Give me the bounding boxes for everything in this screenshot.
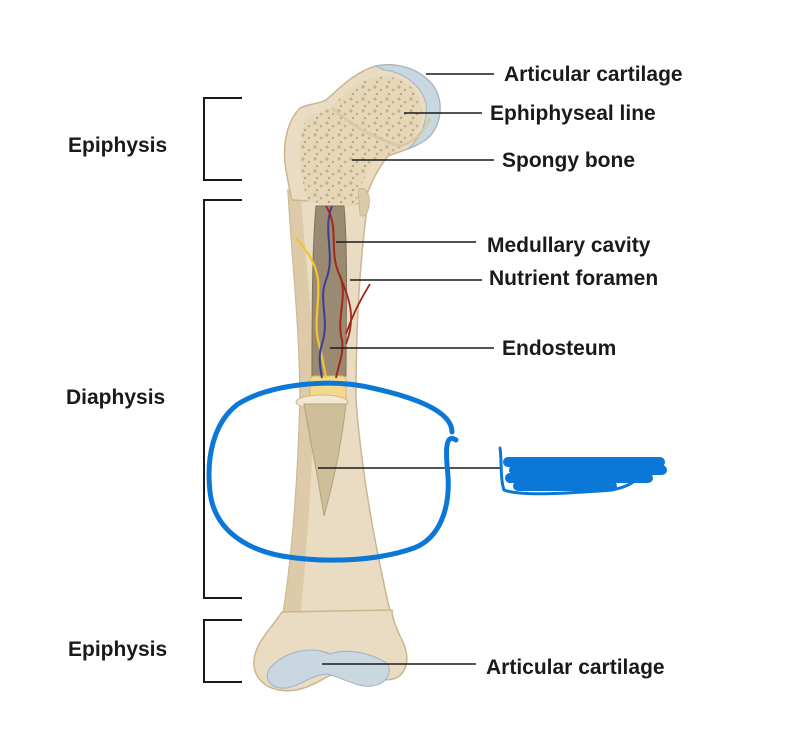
femur-bone: [253, 64, 441, 692]
bracket-epiphysis-bottom: [203, 619, 242, 683]
label-spongy-bone: Spongy bone: [502, 149, 635, 172]
label-medullary-cavity: Medullary cavity: [487, 234, 651, 257]
region-epiphysis-bottom: Epiphysis: [68, 638, 167, 661]
hand-drawn-annotation: [206, 380, 667, 563]
redaction-scribble: [503, 457, 667, 491]
artery: [325, 205, 344, 379]
nutrient-artery: [339, 275, 371, 345]
compact-bone-spike: [303, 403, 347, 517]
region-epiphysis-top: Epiphysis: [68, 134, 167, 157]
label-epiphyseal-line: Ephiphyseal line: [490, 102, 656, 125]
vein: [318, 205, 333, 379]
epiphyseal-line: [331, 106, 432, 148]
region-diaphysis: Diaphysis: [66, 386, 165, 409]
label-nutrient-foramen: Nutrient foramen: [489, 267, 658, 290]
bracket-diaphysis: [203, 199, 242, 599]
medullary-cavity: [311, 205, 347, 377]
nerve: [295, 237, 328, 379]
leader-lines: [318, 73, 502, 665]
label-articular-cartilage-bottom: Articular cartilage: [486, 656, 665, 679]
region-brackets: [203, 97, 242, 683]
bracket-epiphysis-top: [203, 97, 242, 181]
articular-cartilage-bottom: [266, 649, 390, 689]
hand-drawn-circle: [206, 380, 459, 563]
label-endosteum: Endosteum: [502, 337, 616, 360]
spongy-bone: [299, 76, 423, 206]
label-articular-cartilage-top: Articular cartilage: [504, 63, 683, 86]
